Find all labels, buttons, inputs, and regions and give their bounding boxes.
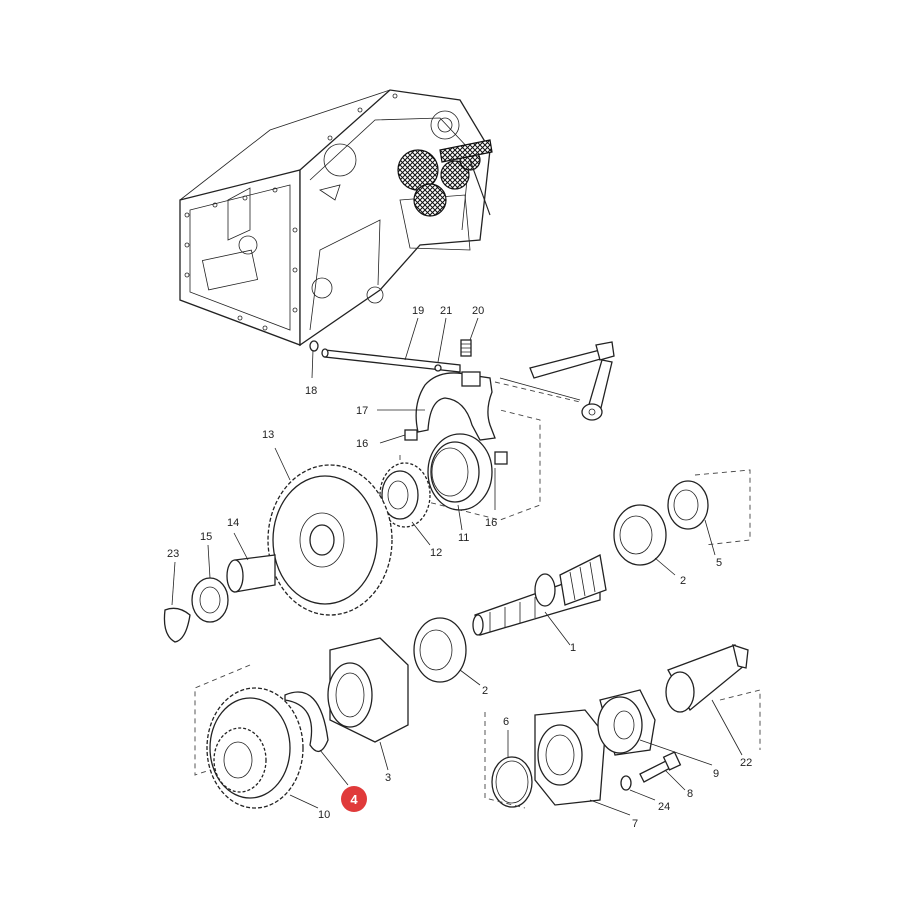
bearing-lower [413,617,467,683]
callout-22: 22 [740,757,752,769]
shift-rod-assembly [309,339,615,521]
seal-ring [667,480,709,530]
callout-12: 12 [430,547,442,559]
snap-ring [284,691,329,752]
bracket-upper [694,469,751,546]
leader-lines [171,317,743,816]
callout-7: 7 [632,818,638,830]
callout-24: 24 [658,801,670,813]
callout-18: 18 [305,385,317,397]
callout-15: 15 [200,531,212,543]
callout-10: 10 [318,809,330,821]
spur-gear-small [379,462,431,528]
lock-washer [620,775,632,791]
callout-8: 8 [687,788,693,800]
callout-3: 3 [385,772,391,784]
callout-5: 5 [716,557,722,569]
callout-14: 14 [227,517,239,529]
callout-19: 19 [412,305,424,317]
transmission-housing [179,89,493,347]
drive-shaft-sleeve [665,644,749,713]
callouts: 1 2 2 3 5 6 7 8 9 10 11 12 13 14 15 16 1… [167,305,752,830]
main-shaft [472,554,607,636]
o-ring [491,756,533,808]
large-gear [267,464,393,616]
highlight-badge[interactable]: 4 [341,786,367,812]
callout-1: 1 [570,642,576,654]
gear-assembly [206,687,304,809]
left-bearing-group [163,554,276,643]
synchro-sleeve [427,433,493,511]
callout-6: 6 [503,716,509,728]
output-flange [534,709,606,806]
callout-13: 13 [262,429,274,441]
bearing-upper [613,504,667,566]
callout-2-lower: 2 [482,685,488,697]
callout-23: 23 [167,548,179,560]
callout-2-upper: 2 [680,575,686,587]
callout-11: 11 [458,532,469,544]
bracket-left [194,664,251,776]
callout-16-right: 16 [485,517,497,529]
callout-16-left: 16 [356,438,368,450]
bolt [639,751,682,783]
bracket-lower [484,689,761,809]
callout-17: 17 [356,405,368,417]
bearing-housing [327,637,409,743]
callout-9: 9 [713,768,719,780]
bearing-cap [597,689,656,756]
callout-20: 20 [472,305,484,317]
highlight-badge-label: 4 [350,792,358,807]
callout-21: 21 [440,305,452,317]
